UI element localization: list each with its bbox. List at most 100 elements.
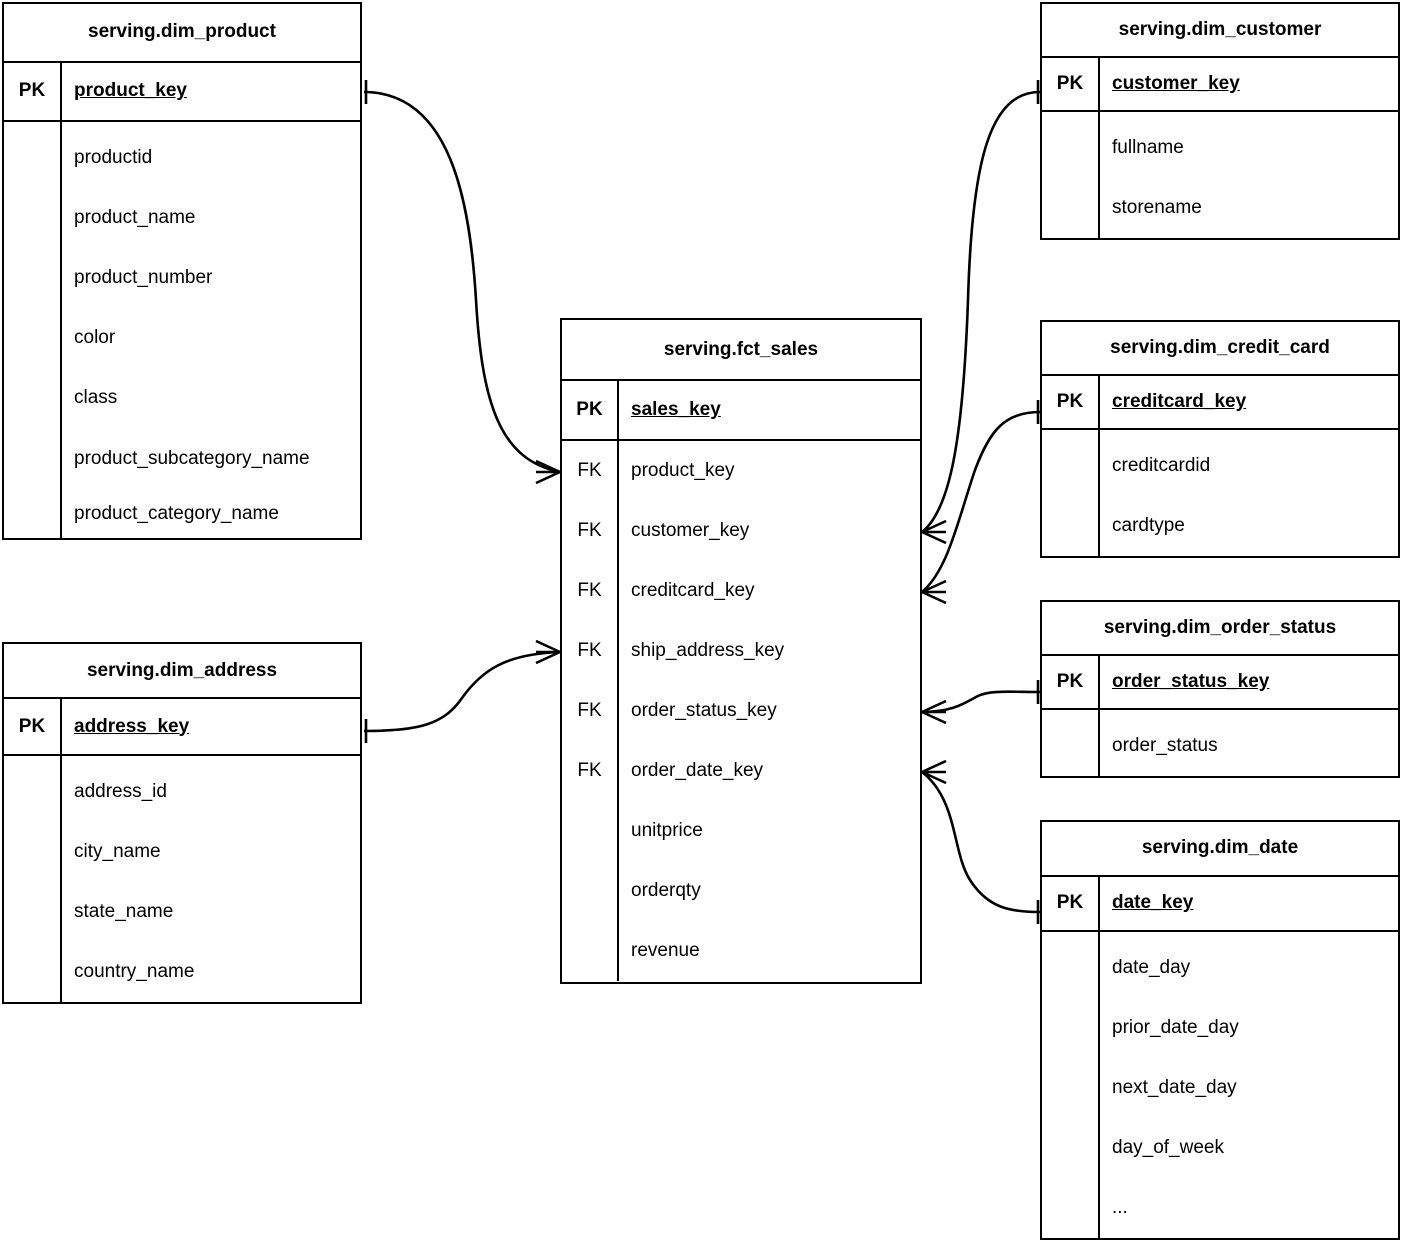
pk-name-creditcard-key: creditcard_key bbox=[1112, 390, 1247, 412]
pk-row-dim-order-status: PK order_status_key bbox=[1042, 655, 1398, 710]
attr-keycol-spacer bbox=[1042, 430, 1100, 556]
pk-tag: PK bbox=[1042, 876, 1100, 930]
attr-row: color bbox=[74, 327, 116, 348]
column-name: revenue bbox=[631, 940, 700, 961]
entity-title-dim-order-status: serving.dim_order_status bbox=[1042, 602, 1398, 656]
entity-title-dim-address: serving.dim_address bbox=[4, 644, 360, 700]
pk-name-customer-key: customer_key bbox=[1112, 72, 1240, 94]
pk-tag: PK bbox=[4, 699, 62, 754]
attr-row: product_category_name bbox=[74, 503, 279, 524]
rel-customer-crowsfoot bbox=[921, 519, 947, 545]
column-name: unitprice bbox=[631, 820, 703, 841]
column-name: orderqty bbox=[631, 880, 701, 901]
pk-tag: PK bbox=[562, 381, 619, 439]
entity-fct-sales[interactable]: serving.fct_sales PK sales_key FK produc… bbox=[560, 318, 922, 984]
pk-tag: PK bbox=[1042, 655, 1100, 708]
attr-keycol-spacer bbox=[1042, 112, 1100, 238]
attr-row: cardtype bbox=[1112, 515, 1185, 536]
rel-orderstatus-line bbox=[921, 690, 1041, 714]
attr-row: fullname bbox=[1112, 137, 1184, 158]
attr-row: state_name bbox=[74, 901, 174, 922]
column-name: order_date_key bbox=[631, 760, 764, 781]
entity-dim-address[interactable]: serving.dim_address PK address_key addre… bbox=[2, 642, 362, 1004]
attr-row: prior_date_day bbox=[1112, 1017, 1239, 1038]
pk-row-dim-product: PK product_key bbox=[4, 62, 360, 122]
pk-name-sales-key: sales_key bbox=[631, 399, 721, 420]
pk-tag: PK bbox=[1042, 375, 1100, 428]
pk-row-dim-customer: PK customer_key bbox=[1042, 57, 1398, 112]
attr-row: next_date_day bbox=[1112, 1077, 1237, 1098]
table-row: revenue bbox=[562, 921, 920, 981]
table-row: FK order_date_key bbox=[562, 741, 920, 801]
attr-row: creditcardid bbox=[1112, 455, 1211, 476]
entity-title-dim-product: serving.dim_product bbox=[4, 4, 360, 63]
pk-name-address-key: address_key bbox=[74, 715, 190, 737]
fk-tag bbox=[562, 801, 619, 861]
table-row: FK order_status_key bbox=[562, 681, 920, 741]
rel-product-line bbox=[363, 90, 561, 474]
attr-row: date_day bbox=[1112, 957, 1191, 978]
attr-body-dim-date: date_day prior_date_day next_date_day da… bbox=[1042, 932, 1398, 1238]
attr-body-dim-customer: fullname storename bbox=[1042, 112, 1398, 238]
column-name: creditcard_key bbox=[631, 580, 755, 601]
attr-keycol-spacer bbox=[1042, 932, 1100, 1238]
pk-name-date-key: date_key bbox=[1112, 892, 1194, 914]
table-row: FK creditcard_key bbox=[562, 561, 920, 621]
pk-name-order-status-key: order_status_key bbox=[1112, 670, 1270, 692]
fk-tag: FK bbox=[562, 621, 619, 681]
rel-creditcard-line bbox=[921, 410, 1041, 593]
rel-customer-line bbox=[921, 90, 1041, 534]
attr-body-dim-product: productid product_name product_number co… bbox=[4, 122, 360, 538]
pk-tag: PK bbox=[1042, 57, 1100, 110]
fk-tag: FK bbox=[562, 741, 619, 801]
pk-row-dim-date: PK date_key bbox=[1042, 876, 1398, 932]
rel-orderstatus-crowsfoot bbox=[921, 699, 947, 725]
pk-tag: PK bbox=[4, 62, 62, 120]
pk-name-product-key: product_key bbox=[74, 80, 187, 102]
entity-dim-order-status[interactable]: serving.dim_order_status PK order_status… bbox=[1040, 600, 1400, 778]
attr-row: productid bbox=[74, 147, 153, 168]
table-row: orderqty bbox=[562, 861, 920, 921]
attr-row: product_name bbox=[74, 207, 196, 228]
rel-date-line bbox=[921, 770, 1041, 914]
rel-creditcard-crowsfoot bbox=[921, 579, 947, 605]
fk-tag bbox=[562, 861, 619, 921]
fk-tag bbox=[562, 921, 619, 981]
rel-date-crowsfoot bbox=[921, 759, 947, 785]
attr-row: order_status bbox=[1112, 735, 1218, 756]
attr-keycol-spacer bbox=[1042, 710, 1100, 776]
column-name: customer_key bbox=[631, 520, 750, 541]
attr-row: product_number bbox=[74, 267, 213, 288]
attr-row-ellipsis: ... bbox=[1112, 1197, 1128, 1218]
entity-title-fct-sales: serving.fct_sales bbox=[562, 320, 920, 381]
column-body-fct-sales: FK product_key FK customer_key FK credit… bbox=[562, 441, 920, 982]
attr-row: country_name bbox=[74, 961, 195, 982]
pk-row-dim-credit-card: PK creditcard_key bbox=[1042, 375, 1398, 430]
table-row: unitprice bbox=[562, 801, 920, 861]
entity-title-dim-customer: serving.dim_customer bbox=[1042, 4, 1398, 58]
column-name: product_key bbox=[631, 460, 735, 481]
attr-keycol-spacer bbox=[4, 756, 62, 1002]
entity-dim-product[interactable]: serving.dim_product PK product_key produ… bbox=[2, 2, 362, 540]
attr-row: product_subcategory_name bbox=[74, 428, 360, 490]
attr-row: city_name bbox=[74, 841, 161, 862]
fk-tag: FK bbox=[562, 501, 619, 561]
attr-body-dim-address: address_id city_name state_name country_… bbox=[4, 756, 360, 1002]
attr-row: address_id bbox=[74, 781, 167, 802]
column-name: order_status_key bbox=[631, 700, 777, 721]
fk-tag: FK bbox=[562, 561, 619, 621]
entity-dim-credit-card[interactable]: serving.dim_credit_card PK creditcard_ke… bbox=[1040, 320, 1400, 558]
attr-body-dim-credit-card: creditcardid cardtype bbox=[1042, 430, 1398, 556]
entity-dim-date[interactable]: serving.dim_date PK date_key date_day pr… bbox=[1040, 820, 1400, 1240]
attr-keycol-spacer bbox=[4, 122, 62, 538]
entity-dim-customer[interactable]: serving.dim_customer PK customer_key ful… bbox=[1040, 2, 1400, 240]
rel-product-crowsfoot bbox=[535, 459, 561, 485]
entity-title-dim-credit-card: serving.dim_credit_card bbox=[1042, 322, 1398, 376]
attr-row: storename bbox=[1112, 197, 1202, 218]
table-row: FK product_key bbox=[562, 441, 920, 501]
attr-body-dim-order-status: order_status bbox=[1042, 710, 1398, 776]
column-name: ship_address_key bbox=[631, 640, 785, 661]
rel-address-crowsfoot bbox=[535, 639, 561, 665]
rel-address-line bbox=[363, 650, 561, 733]
